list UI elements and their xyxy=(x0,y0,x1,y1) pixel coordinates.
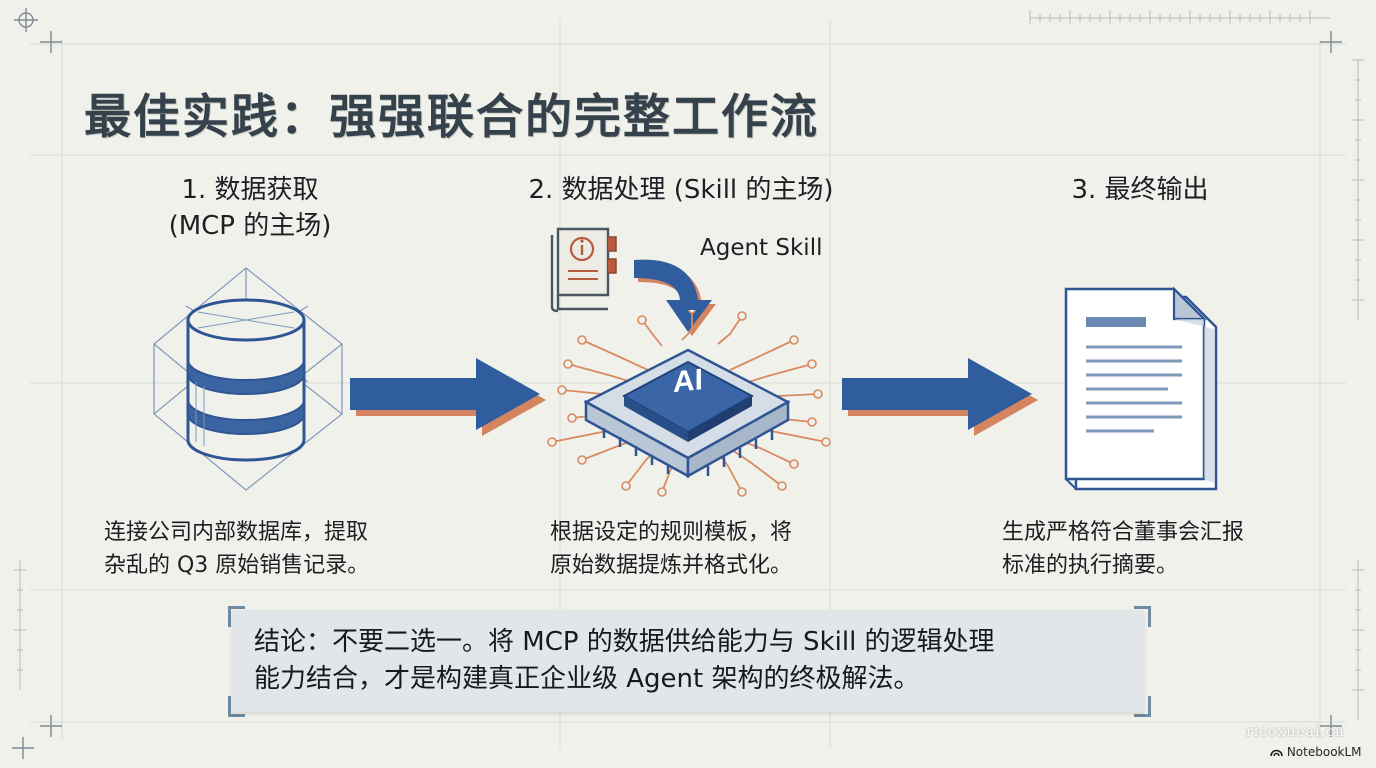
step-1-description: 连接公司内部数据库，提取 杂乱的 Q3 原始销售记录。 xyxy=(104,516,369,582)
ai-chip-icon: AI xyxy=(547,310,831,497)
step-3-title-line1: 3. 最终输出 xyxy=(1071,175,1209,205)
conclusion-box: 结论：不要二选一。将 MCP 的数据供给能力与 Skill 的逻辑处理 能力结合… xyxy=(232,610,1144,712)
conclusion-text: 结论：不要二选一。将 MCP 的数据供给能力与 Skill 的逻辑处理 能力结合… xyxy=(254,624,995,698)
step-2-desc-line2: 原始数据提炼并格式化。 xyxy=(550,553,793,578)
step-3-desc-line1: 生成严格符合董事会汇报 xyxy=(1002,520,1245,545)
agent-skill-label: Agent Skill xyxy=(700,235,823,261)
step-2-description: 根据设定的规则模板，将 原始数据提炼并格式化。 xyxy=(550,516,792,582)
watermark-text: ricoxueai.cn xyxy=(1246,724,1345,740)
bracket-corner xyxy=(228,696,245,717)
step-1-title: 1. 数据获取 (MCP 的主场) xyxy=(150,172,350,244)
arrow-right-icon-2 xyxy=(842,358,1038,436)
conclusion-line2: 能力结合，才是构建真正企业级 Agent 架构的终极解法。 xyxy=(254,664,920,694)
step-1-desc-line1: 连接公司内部数据库，提取 xyxy=(104,520,369,545)
step-2-title: 2. 数据处理 (Skill 的主场) xyxy=(506,172,856,208)
step-2-desc-line1: 根据设定的规则模板，将 xyxy=(550,520,793,545)
step-3-title: 3. 最终输出 xyxy=(1040,172,1240,208)
page-title: 最佳实践：强强联合的完整工作流 xyxy=(84,90,819,145)
conclusion-line1: 结论：不要二选一。将 MCP 的数据供给能力与 Skill 的逻辑处理 xyxy=(254,627,995,657)
manual-book-icon xyxy=(550,227,617,313)
step-3-desc-line2: 标准的执行摘要。 xyxy=(1002,553,1179,578)
step-1-title-line1: 1. 数据获取 xyxy=(181,175,319,205)
database-icon xyxy=(153,267,343,491)
bracket-corner xyxy=(1134,606,1151,627)
step-1-desc-line2: 杂乱的 Q3 原始销售记录。 xyxy=(104,553,370,578)
arrow-right-icon xyxy=(350,358,546,436)
bracket-corner xyxy=(228,606,245,627)
step-3-description: 生成严格符合董事会汇报 标准的执行摘要。 xyxy=(1002,516,1244,582)
brand-logo: NotebookLM xyxy=(1270,745,1362,759)
step-2-title-line1: 2. 数据处理 (Skill 的主场) xyxy=(528,175,834,205)
step-1-title-line2: (MCP 的主场) xyxy=(168,211,332,241)
notebooklm-icon xyxy=(1270,749,1283,757)
document-icon xyxy=(1064,286,1218,491)
bracket-corner xyxy=(1134,696,1151,717)
brand-label: NotebookLM xyxy=(1286,745,1362,759)
chip-label: AI xyxy=(673,363,703,399)
